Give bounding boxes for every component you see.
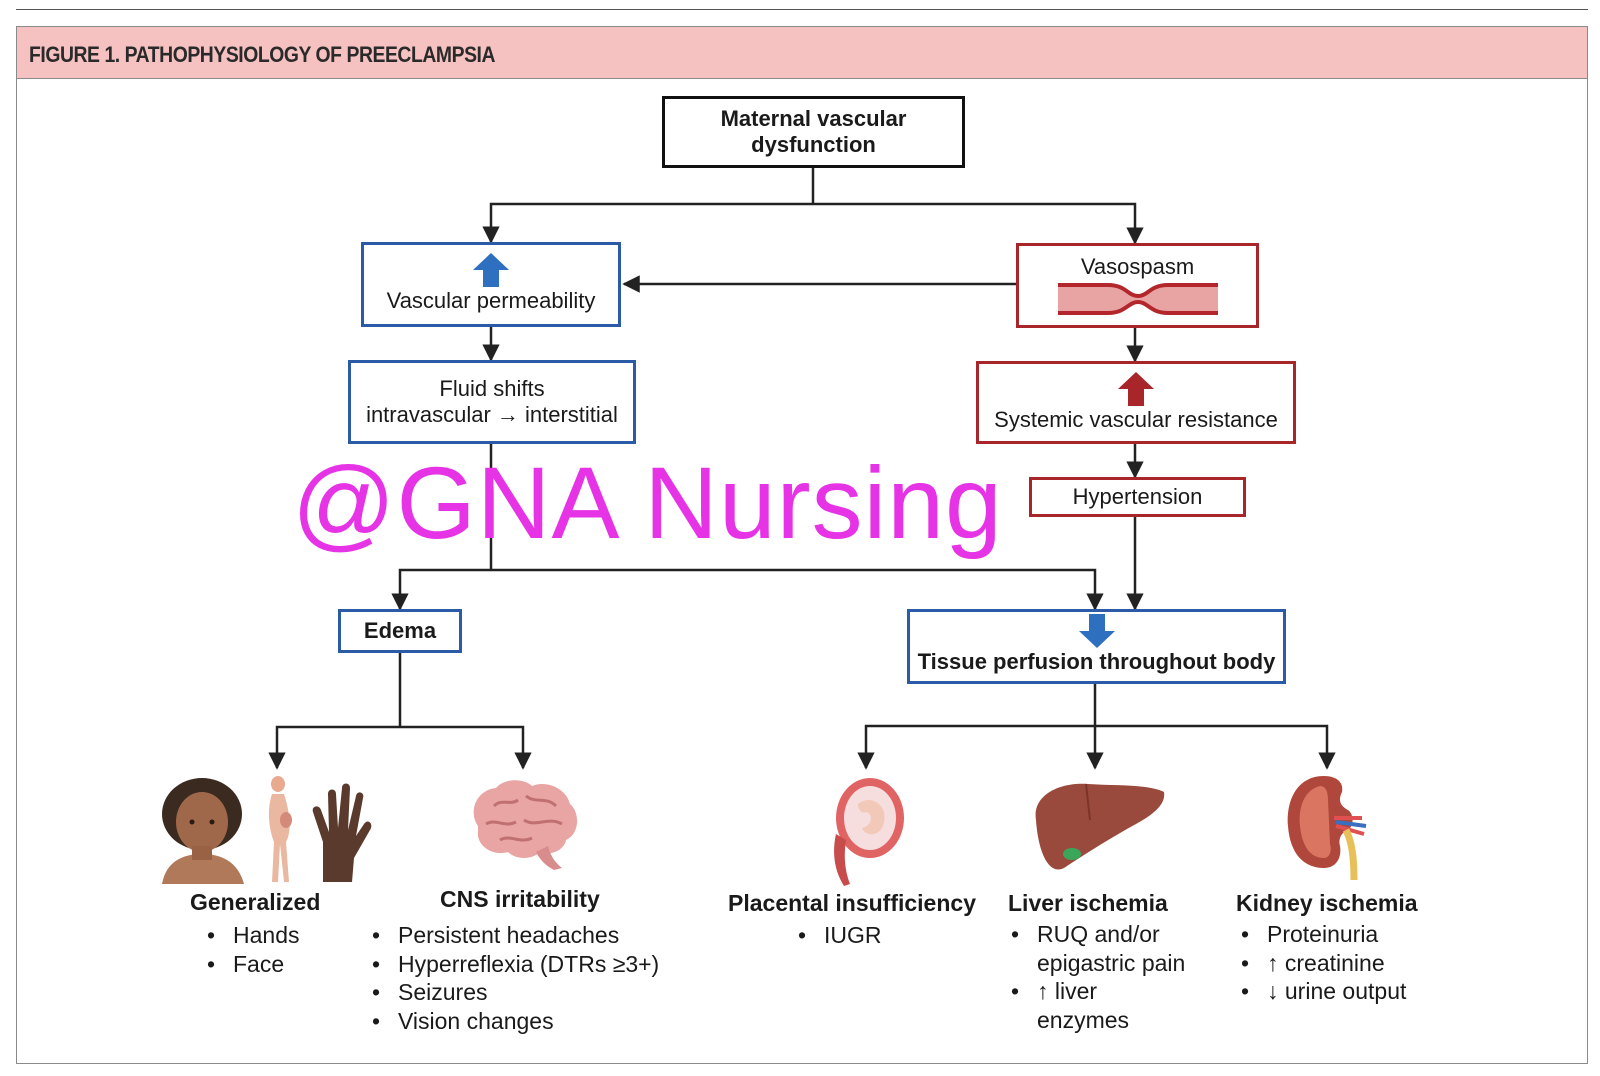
down-arrow-icon	[1078, 614, 1115, 648]
person-hand-icon	[162, 776, 372, 884]
list-item: Vision changes	[372, 1007, 659, 1036]
node-maternal-line2: dysfunction	[751, 132, 876, 157]
kidney-icon	[1287, 776, 1367, 881]
link-to-kidney	[1095, 724, 1336, 770]
list-item: RUQ and/or	[1011, 920, 1185, 949]
liver-icon	[1035, 783, 1165, 870]
node-vascular-permeability: Vascular permeability	[361, 242, 621, 327]
outcome-title-cns: CNS irritability	[440, 886, 600, 912]
list-item: Persistent headaches	[372, 921, 659, 950]
list-item: ↑ liver	[1011, 977, 1185, 1006]
outcome-title-placental: Placental insufficiency	[728, 890, 976, 916]
up-arrow-icon	[473, 253, 509, 287]
node-svr-label: Systemic vascular resistance	[994, 407, 1278, 432]
figure-frame: FIGURE 1. PATHOPHYSIOLOGY OF PREECLAMPSI…	[16, 26, 1588, 1064]
node-fluid-line1: Fluid shifts	[439, 376, 545, 401]
node-edema: Edema	[338, 609, 462, 653]
link-fluid-to-perfusion	[491, 568, 1104, 611]
link-to-vasospasm	[813, 202, 1144, 245]
outcome-list-cns: Persistent headaches Hyperreflexia (DTRs…	[372, 921, 659, 1035]
node-systemic-vascular-resistance: Systemic vascular resistance	[976, 361, 1296, 444]
brain-icon	[473, 780, 578, 870]
node-permeability-label: Vascular permeability	[386, 288, 596, 313]
link-to-permeability	[482, 202, 813, 244]
node-vasospasm-label: Vasospasm	[1080, 254, 1195, 279]
node-tissue-perfusion: Tissue perfusion throughout body	[907, 609, 1286, 684]
figure-banner: FIGURE 1. PATHOPHYSIOLOGY OF PREECLAMPSI…	[17, 27, 1587, 79]
link-to-placental	[857, 724, 1095, 770]
node-maternal-vascular-dysfunction: Maternal vascular dysfunction	[662, 96, 965, 168]
top-rule	[16, 9, 1588, 10]
outcome-list-liver: RUQ and/or epigastric pain ↑ liver enzym…	[1011, 920, 1185, 1034]
link-to-generalized	[268, 725, 400, 770]
node-maternal-line1: Maternal vascular	[720, 106, 907, 131]
node-fluid-shifts: Fluid shifts intravascular → interstitia…	[348, 360, 636, 444]
node-fluid-line2: intravascular → interstitial	[366, 402, 618, 427]
list-item: Face	[207, 950, 299, 979]
outcome-title-liver: Liver ischemia	[1008, 890, 1168, 916]
uterus-fetus-icon	[834, 778, 904, 886]
list-item: IUGR	[798, 921, 882, 950]
node-hypertension: Hypertension	[1029, 477, 1246, 517]
list-item: Hands	[207, 921, 299, 950]
watermark-text: @GNA Nursing	[292, 446, 1003, 560]
list-item: ↑ creatinine	[1241, 949, 1406, 978]
figure-title: FIGURE 1. PATHOPHYSIOLOGY OF PREECLAMPSI…	[29, 42, 496, 67]
node-edema-label: Edema	[363, 618, 437, 643]
outcome-title-generalized: Generalized	[190, 889, 321, 915]
outcome-list-generalized: Hands Face	[207, 921, 299, 978]
link-to-cns	[400, 725, 532, 770]
node-perfusion-label: Tissue perfusion throughout body	[917, 649, 1276, 674]
list-item: epigastric pain	[1037, 949, 1186, 976]
list-item: ↓ urine output	[1241, 977, 1406, 1006]
list-item: enzymes	[1037, 1006, 1130, 1033]
node-vasospasm: Vasospasm	[1016, 243, 1259, 328]
outcome-title-kidney: Kidney ischemia	[1236, 890, 1418, 916]
link-to-edema	[391, 568, 491, 611]
up-arrow-icon	[1118, 372, 1154, 406]
outcome-list-placental: IUGR	[798, 921, 882, 950]
outcome-list-kidney: Proteinuria ↑ creatinine ↓ urine output	[1241, 920, 1406, 1006]
node-hypertension-label: Hypertension	[1072, 484, 1203, 509]
constricted-vessel-icon	[1057, 283, 1218, 315]
list-item: Hyperreflexia (DTRs ≥3+)	[372, 950, 659, 979]
list-item: Proteinuria	[1241, 920, 1406, 949]
list-item: Seizures	[372, 978, 659, 1007]
